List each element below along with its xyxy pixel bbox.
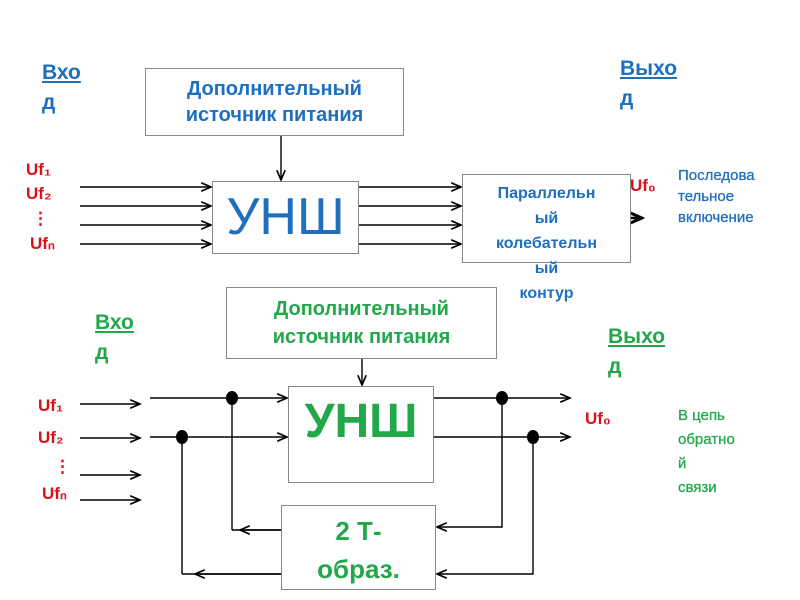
label-line: Вхо	[42, 61, 81, 84]
box-line: контур	[519, 285, 574, 302]
label-line: Вхо	[95, 311, 134, 334]
box-line: Параллельн	[497, 185, 596, 202]
top-note: Последова тельное включение	[678, 165, 755, 228]
label-line: д	[620, 87, 634, 110]
bottom-output-label: Выхо д	[608, 322, 665, 382]
box-line: источник питания	[272, 326, 451, 348]
box-line: Дополнительный	[274, 298, 449, 320]
note-line: й	[678, 455, 687, 472]
bottom-amplifier-box: УНШ	[288, 386, 434, 483]
bottom-input-label: Вхо д	[95, 308, 134, 368]
bottom-power-supply-box: Дополнительный источник питания	[226, 287, 497, 359]
box-line: источник питания	[185, 104, 364, 126]
signal-label: ⋮	[32, 209, 49, 228]
signal-label: Uf₁	[26, 160, 51, 179]
top-resonator-box	[462, 174, 631, 263]
note-line: Последова	[678, 167, 755, 184]
box-line: Дополнительный	[187, 78, 362, 100]
box-line: колебательн	[496, 235, 597, 252]
top-amplifier-box: УНШ	[212, 181, 359, 254]
note-line: тельное	[678, 188, 735, 205]
junction-dots	[176, 391, 539, 444]
signal-label: Uf₁	[38, 396, 63, 415]
top-resonator-text: Параллельн ый колебательн ый контур	[462, 181, 631, 306]
feedback-bridge-box	[281, 505, 436, 590]
bottom-input-signals: Uf₁ Uf₂ ⋮ Ufₙ	[38, 392, 78, 508]
signal-label: Uf₂	[38, 428, 64, 447]
label-line: Выхо	[608, 325, 666, 348]
feedback-bridge-text: 2 Т- образ. мост	[281, 511, 436, 600]
label-line: д	[608, 355, 622, 378]
note-line: обратно	[678, 431, 735, 448]
signal-label: ⋮	[54, 457, 71, 476]
top-power-supply-box: Дополнительный источник питания	[145, 68, 404, 136]
bottom-output-signal: Uf₀	[585, 409, 611, 428]
label-line: д	[95, 341, 109, 364]
box-line: мост	[281, 585, 436, 600]
top-input-signals: Uf₁ Uf₂ ⋮ Ufₙ	[26, 156, 66, 258]
label-line: д	[42, 91, 56, 114]
box-line: образ.	[317, 554, 400, 584]
note-line: В цепь	[678, 407, 725, 424]
top-output-signal: Uf₀	[630, 176, 656, 195]
box-line: 2 Т-	[335, 516, 382, 546]
signal-label: Uf₂	[26, 184, 52, 203]
label-line: Выхо	[620, 57, 678, 80]
note-line: связи	[678, 479, 717, 496]
top-output-label: Выхо д	[620, 54, 677, 114]
note-line: включение	[678, 209, 754, 226]
signal-label: Ufₙ	[30, 234, 55, 253]
signal-label: Ufₙ	[42, 484, 67, 503]
box-line: ый	[534, 260, 559, 277]
bottom-note: В цепь обратно й связи	[678, 404, 735, 500]
box-line: ый	[534, 210, 559, 227]
top-input-label: Вхо д	[42, 58, 81, 118]
